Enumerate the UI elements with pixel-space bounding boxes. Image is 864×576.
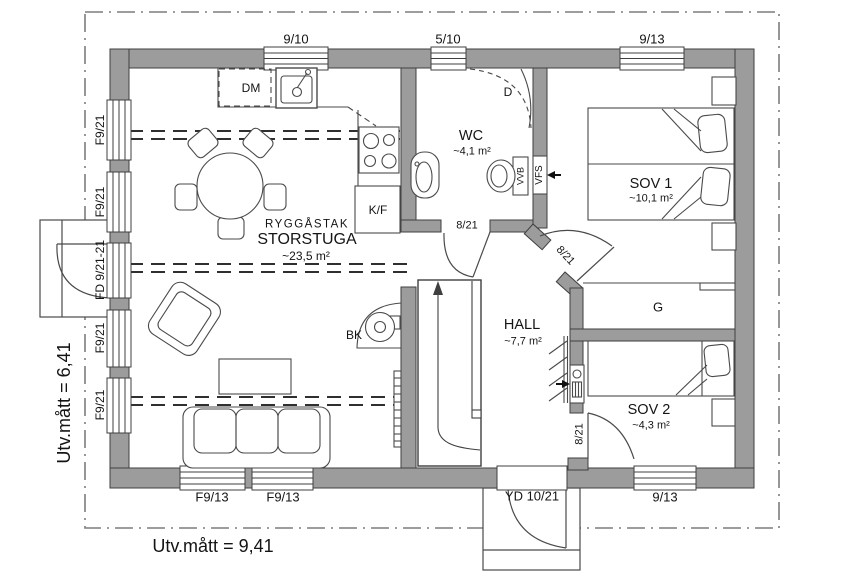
storstuga-furniture xyxy=(147,127,402,469)
wall-east xyxy=(734,48,755,489)
label-wood-stove: BK xyxy=(345,328,363,342)
nightstand xyxy=(711,76,737,106)
wc-fixtures xyxy=(410,68,561,199)
window-label-9-13-north: 9/13 xyxy=(639,31,665,47)
window-f921-4 xyxy=(106,377,132,434)
door-fd-921 xyxy=(106,242,132,299)
dishwasher-box xyxy=(218,68,272,107)
coat-rack xyxy=(548,336,569,403)
door-label-yd: YD 10/21 xyxy=(504,488,560,504)
stove-cooktop xyxy=(358,126,400,174)
coffee-table xyxy=(218,358,292,395)
sov1-area: ~10,1 m² xyxy=(629,192,673,205)
window-label-5-10: 5/10 xyxy=(435,31,461,47)
wash-basin xyxy=(410,151,440,199)
window-label-f921-4: F9/21 xyxy=(93,389,107,421)
label-water-heater: VVB xyxy=(515,166,526,186)
label-fridge-freezer: K/F xyxy=(368,203,388,217)
window-label-f913-1: F9/13 xyxy=(195,489,229,505)
wc-area: ~4,1 m² xyxy=(453,145,491,158)
wall-stub-sov2 xyxy=(567,457,589,471)
window-f921-3 xyxy=(106,309,132,368)
sov1-furniture xyxy=(587,76,737,251)
porch-south xyxy=(482,487,581,571)
window-label-f921-1: F9/21 xyxy=(93,114,107,146)
kitchen-sink xyxy=(275,67,318,109)
door-label-fd-921: FD 9/21-21 xyxy=(93,239,107,301)
label-dishwasher: DM xyxy=(241,81,261,95)
interior-doors xyxy=(443,229,635,460)
wood-stove xyxy=(356,302,402,349)
hall-area: ~7,7 m² xyxy=(504,335,542,348)
wall-g-sov2 xyxy=(569,328,736,342)
label-shower: D xyxy=(503,85,513,99)
staircase xyxy=(417,279,482,467)
window-9-13-south xyxy=(633,465,697,491)
window-label-f921-2: F9/21 xyxy=(93,186,107,218)
door-yd-opening xyxy=(496,465,568,491)
room-label-sov2: SOV 2 xyxy=(627,401,671,418)
hall-fixtures xyxy=(548,336,585,404)
door-wc xyxy=(443,231,491,278)
room-label-g: G xyxy=(652,299,664,315)
wall-storstuga-upper xyxy=(400,67,417,233)
nightstand xyxy=(711,222,737,251)
room-label-storstuga: STORSTUGA xyxy=(257,231,357,248)
dining-table xyxy=(196,152,264,220)
kitchen xyxy=(217,67,401,234)
sofa xyxy=(182,406,331,469)
pillow xyxy=(703,343,731,378)
room-label-sov1: SOV 1 xyxy=(629,175,673,192)
wall-wc-south-left xyxy=(400,219,442,233)
single-bed xyxy=(587,340,735,397)
room-label-wc: WC xyxy=(458,127,484,144)
porch-west xyxy=(39,219,114,318)
windows xyxy=(106,46,697,491)
door-label-wc: 8/21 xyxy=(456,219,478,232)
window-label-f913-2: F9/13 xyxy=(266,489,300,505)
fridge-freezer-box xyxy=(354,185,401,234)
label-vent-unit: VFS xyxy=(534,165,545,185)
window-5-10 xyxy=(430,46,467,71)
stair-up-arrow xyxy=(433,281,443,295)
dimension-height: Utv.mått = 6,41 xyxy=(54,342,74,464)
wardrobe-g xyxy=(583,282,736,291)
vent-arrow xyxy=(547,171,561,179)
window-9-10 xyxy=(263,46,329,71)
storstuga-note: RYGGÅSTAK xyxy=(264,218,350,231)
radiator xyxy=(393,370,402,448)
shower-corner xyxy=(469,68,532,129)
dimension-width: Utv.mått = 9,41 xyxy=(152,536,274,556)
door-sov2 xyxy=(587,412,635,460)
electrical-cabinet xyxy=(569,364,585,404)
electrical-arrow xyxy=(556,380,570,388)
sov2-furniture xyxy=(587,340,736,427)
window-9-13-north xyxy=(619,46,685,71)
wall-stub-wc-corner xyxy=(523,223,552,251)
window-label-f921-3: F9/21 xyxy=(93,322,107,354)
sov2-area: ~4,3 m² xyxy=(632,419,670,432)
pillow xyxy=(700,166,731,207)
storstuga-area: ~23,5 m² xyxy=(282,249,330,263)
window-label-9-10: 9/10 xyxy=(283,31,309,47)
armchair xyxy=(147,281,221,356)
window-f921-1 xyxy=(106,99,132,161)
wall-storstuga-lower xyxy=(400,286,417,469)
toilet xyxy=(486,156,529,196)
nightstand xyxy=(711,398,736,427)
window-f921-2 xyxy=(106,171,132,233)
pillow xyxy=(697,113,728,154)
door-label-sov2: 8/21 xyxy=(573,423,586,445)
window-label-9-13-south: 9/13 xyxy=(652,489,678,505)
door-sov1 xyxy=(539,229,615,282)
room-label-hall: HALL xyxy=(503,316,541,333)
wall-wc-east xyxy=(532,67,548,229)
window-f913-1 xyxy=(179,465,246,491)
window-f913-2 xyxy=(251,465,314,491)
